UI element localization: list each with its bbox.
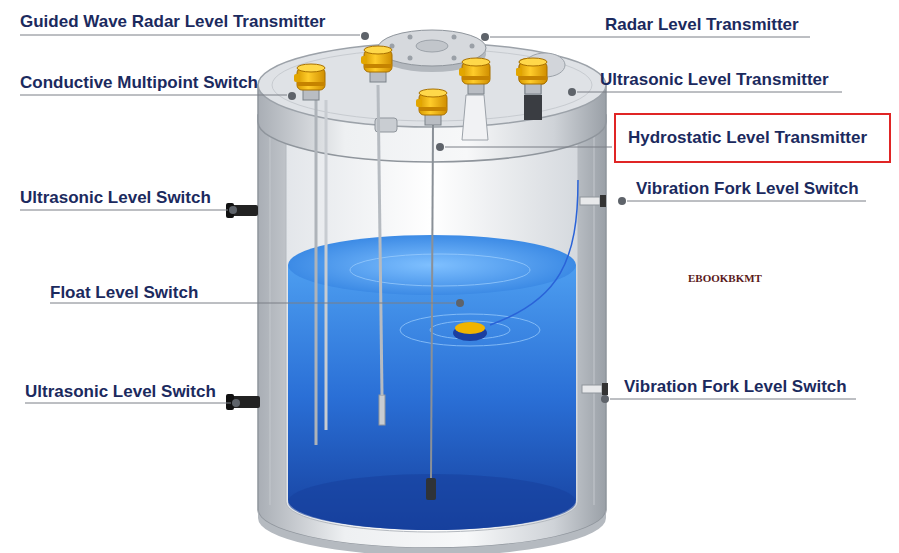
- part-label: Ultrasonic Level Switch: [20, 188, 211, 208]
- watermark: EBOOKBKMT: [688, 268, 762, 288]
- part-label: Ultrasonic Level Transmitter: [600, 70, 829, 90]
- part-label: Conductive Multipoint Switch: [20, 73, 258, 93]
- part-label: Radar Level Transmitter: [605, 15, 799, 35]
- part-label: Vibration Fork Level Switch: [624, 377, 847, 397]
- part-label: Hydrostatic Level Transmitter: [628, 128, 877, 148]
- part-label: Guided Wave Radar Level Transmitter: [20, 12, 325, 32]
- part-label: Float Level Switch: [50, 283, 198, 303]
- part-label: Vibration Fork Level Switch: [636, 179, 859, 199]
- highlight-box: Hydrostatic Level Transmitter: [614, 113, 891, 163]
- part-label: Ultrasonic Level Switch: [25, 382, 216, 402]
